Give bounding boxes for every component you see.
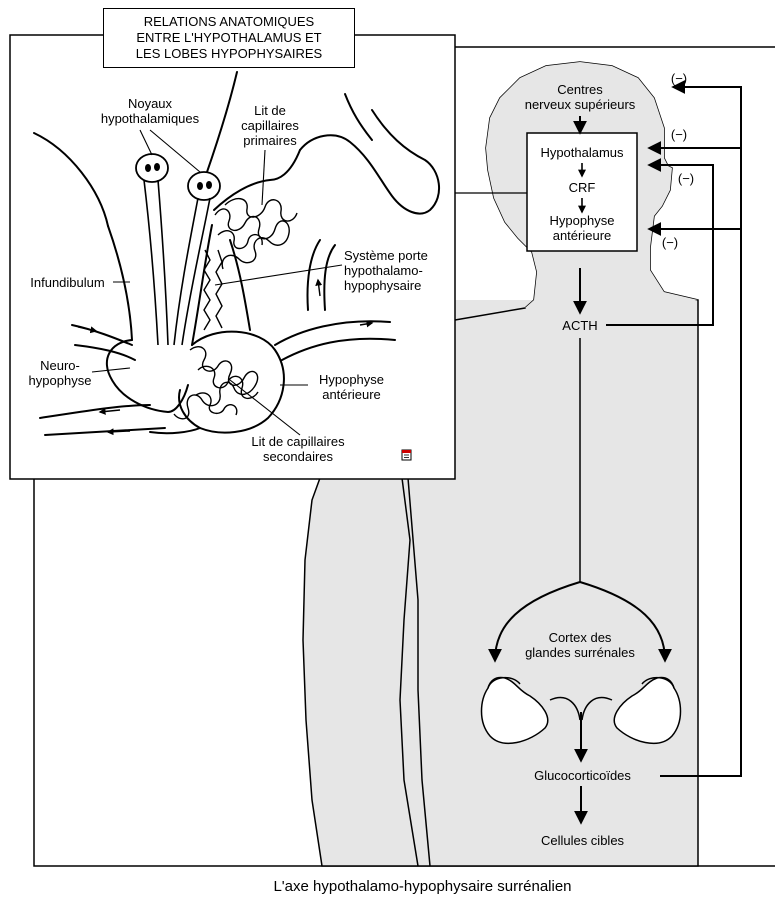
neuron-1-nucleus-b <box>154 163 160 171</box>
inset-title-line-2: ENTRE L'HYPOTHALAMUS ET <box>104 30 354 46</box>
inhibition-mark-hypophyse: (−) <box>655 235 685 250</box>
caption-text: L'axe hypothalamo-hypophysaire surrénali… <box>273 878 571 895</box>
label-lit-secondaire: Lit de capillaires secondaires <box>238 434 358 464</box>
label-lit-primaire: Lit de capillaires primaires <box>235 103 305 148</box>
label-neurohypophyse: Neuro- hypophyse <box>25 358 95 388</box>
inset-title-line-3: LES LOBES HYPOPHYSAIRES <box>104 46 354 62</box>
figure-caption: L'axe hypothalamo-hypophysaire surrénali… <box>0 878 775 895</box>
neuron-2-nucleus-b <box>206 181 212 189</box>
neuron-2 <box>188 172 220 200</box>
label-hypophyse: Hypophyse antérieure <box>527 213 637 243</box>
label-hypothalamus: Hypothalamus <box>527 145 637 160</box>
label-centres: Centres nerveux supérieurs <box>520 82 640 112</box>
neuron-1 <box>136 154 168 182</box>
neuron-2-nucleus-a <box>197 182 203 190</box>
label-glucocorticoides: Glucocorticoïdes <box>515 768 650 783</box>
label-infundibulum: Infundibulum <box>20 275 115 290</box>
label-hypophyse-anterieure: Hypophyse antérieure <box>304 372 399 402</box>
inset-title-box: RELATIONS ANATOMIQUES ENTRE L'HYPOTHALAM… <box>103 8 355 68</box>
label-cortex: Cortex des glandes surrénales <box>510 630 650 660</box>
inhibition-mark-acth: (−) <box>671 171 701 186</box>
document-icon <box>402 450 411 460</box>
label-noyaux: Noyaux hypothalamiques <box>90 96 210 126</box>
inset-title-line-1: RELATIONS ANATOMIQUES <box>104 14 354 30</box>
label-cellules: Cellules cibles <box>520 833 645 848</box>
label-crf: CRF <box>527 180 637 195</box>
label-acth: ACTH <box>540 318 620 333</box>
inhibition-mark-centres: (−) <box>664 71 694 86</box>
inhibition-mark-hypothalamus: (−) <box>664 127 694 142</box>
label-systeme-porte: Système porte hypothalamo- hypophysaire <box>344 248 454 293</box>
neuron-1-nucleus-a <box>145 164 151 172</box>
flow-arrow-3 <box>108 431 130 432</box>
